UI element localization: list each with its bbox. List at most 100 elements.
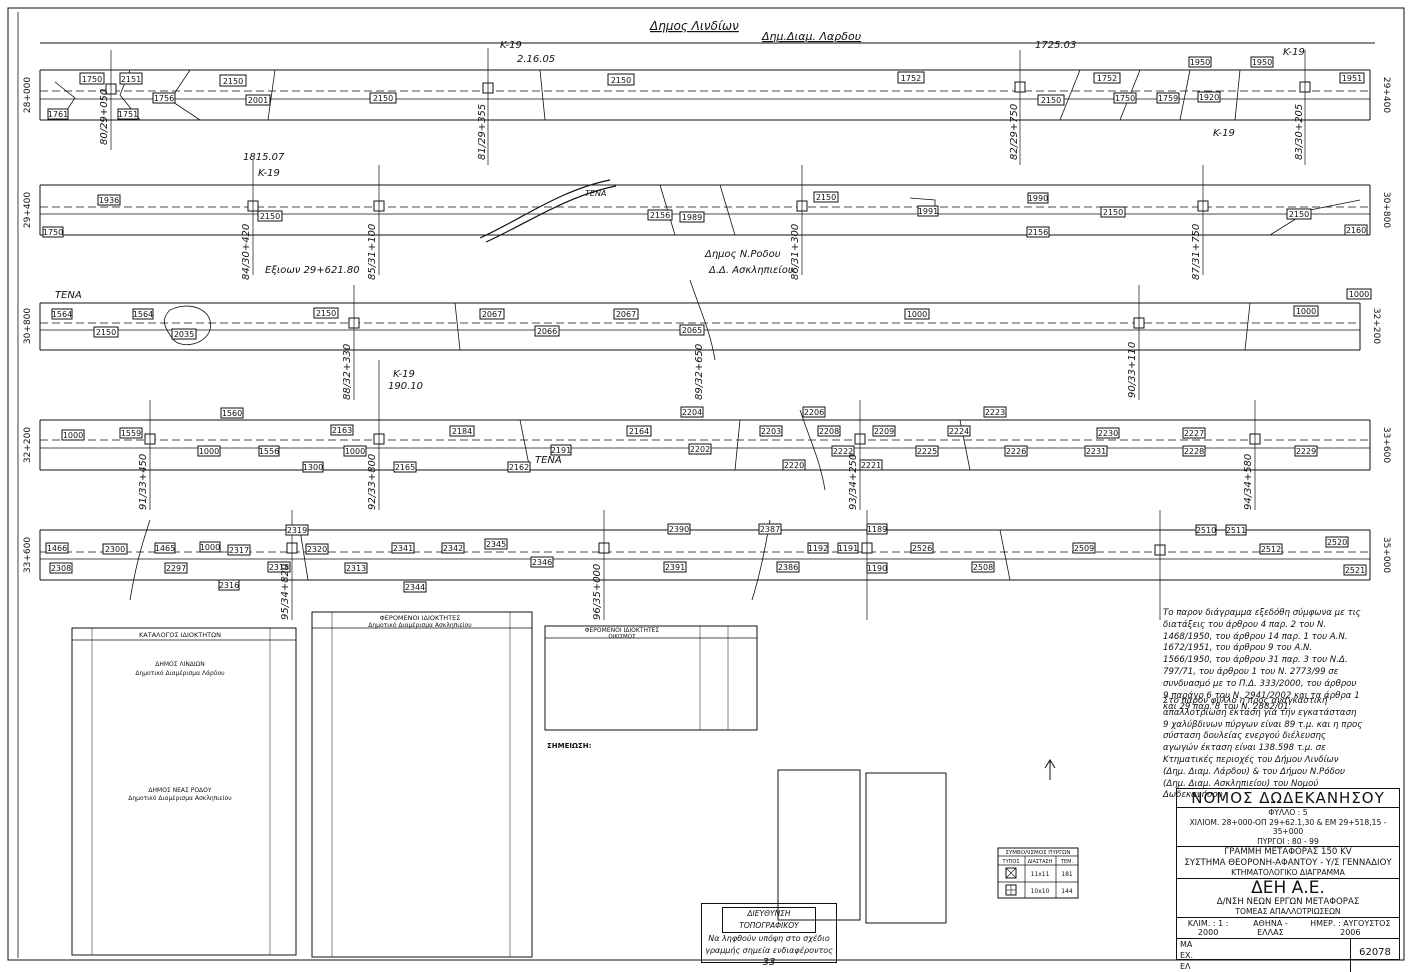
svg-text:181: 181 [1061,871,1073,878]
svg-text:2184: 2184 [452,427,472,436]
svg-text:30+800: 30+800 [23,308,33,344]
svg-text:2300: 2300 [105,545,125,554]
svg-text:K-19: K-19 [393,369,415,380]
svg-text:1564: 1564 [133,310,153,319]
svg-text:K-19: K-19 [258,168,280,179]
svg-text:1300: 1300 [303,463,323,472]
svg-text:1000: 1000 [907,310,927,319]
chainage-left-1: 28+000 [23,77,33,113]
svg-text:1465: 1465 [155,544,175,553]
strip-5: 33+600 35+000 1466 2300 2308 1465 2297 1… [23,510,1391,620]
svg-text:2387: 2387 [760,525,780,534]
svg-text:ΦΕΡΟΜΕΝΟΙ ΙΔΙΟΚΤΗΤΕΣ: ΦΕΡΟΜΕΝΟΙ ΙΔΙΟΚΤΗΤΕΣ [585,627,660,634]
signatures: ΜΑ ΕΧ. ΕΛ 62078 [1177,938,1399,972]
svg-text:2320: 2320 [307,545,327,554]
svg-text:81/29+355: 81/29+355 [477,104,488,160]
svg-text:95/34+820: 95/34+820 [280,564,291,620]
svg-text:2065: 2065 [682,326,702,335]
svg-text:1466: 1466 [47,544,67,553]
svg-text:2316: 2316 [219,581,239,590]
chainage-range: ΧΙΛΙΟΜ. 28+000-ΟΠ 29+62.1,30 & ΕΜ 29+518… [1189,817,1387,837]
svg-text:2221: 2221 [861,461,881,470]
svg-text:2164: 2164 [629,427,649,436]
scale-row: ΚΛΙΜ. : 1 : 2000 ΑΘΗΝΑ - ΕΛΛΑΣ ΗΜΕΡ. : Α… [1177,918,1399,939]
svg-text:2151: 2151 [121,75,141,84]
svg-text:84/30+420: 84/30+420 [241,224,252,280]
svg-text:144: 144 [1061,888,1073,895]
svg-text:2344: 2344 [405,583,425,592]
svg-text:1191: 1191 [838,544,858,553]
svg-text:90/33+110: 90/33+110 [1127,342,1138,398]
svg-text:Δημοτικό Διαμέρισμα Ασκληπιείο: Δημοτικό Διαμέρισμα Ασκληπιείου [128,795,232,802]
svg-text:1000: 1000 [1349,290,1369,299]
svg-text:2150: 2150 [1041,96,1061,105]
department: Δ/ΝΣΗ ΝΕΩΝ ΕΡΓΩΝ ΜΕΤΑΦΟΡΑΣ [1216,896,1360,907]
strip-4: 32+200 33+600 1000 1559 1560 1000 1556 2… [23,360,1391,510]
svg-text:1559: 1559 [121,429,141,438]
svg-text:2150: 2150 [316,309,336,318]
svg-text:2150: 2150 [260,212,280,221]
svg-text:94/34+580: 94/34+580 [1243,454,1254,510]
date: ΗΜΕΡ. : ΑΥΓΟΥΣΤΟΣ 2006 [1310,918,1391,937]
svg-text:2319: 2319 [287,526,307,535]
stamp-value: 33 [762,957,776,968]
svg-text:2222: 2222 [833,447,853,456]
svg-text:1815.07: 1815.07 [243,152,285,163]
note-block: ΣΗΜΕΙΩΣΗ: [547,742,592,750]
svg-text:83/30+205: 83/30+205 [1294,104,1305,160]
svg-text:2156: 2156 [1028,228,1048,237]
north-arrow-icon [1044,759,1056,780]
svg-text:ΤΕΝΑ: ΤΕΝΑ [55,290,82,301]
svg-text:91/33+450: 91/33+450 [138,454,149,510]
svg-text:1750: 1750 [1115,94,1135,103]
line-name: ΓΡΑΜΜΗ ΜΕΤΑΦΟΡΑΣ 150 KV [1224,847,1352,857]
svg-text:ΔΗΜΟΣ ΛΙΝΔΙΩΝ: ΔΗΜΟΣ ΛΙΝΔΙΩΝ [155,661,205,668]
svg-text:1000: 1000 [1296,307,1316,316]
svg-text:1756: 1756 [154,94,174,103]
svg-text:2224: 2224 [949,427,969,436]
sign-ma: ΜΑ [1180,939,1193,949]
svg-text:2345: 2345 [486,540,506,549]
svg-text:Δημοτικό Διαμέρισμα Ασκληπιείο: Δημοτικό Διαμέρισμα Ασκληπιείου [368,622,472,629]
svg-text:Εξιοων 29+621.80: Εξιοων 29+621.80 [265,265,360,276]
svg-text:2209: 2209 [874,427,894,436]
svg-text:2223: 2223 [985,408,1005,417]
svg-text:2297: 2297 [166,564,186,573]
svg-text:86/31+300: 86/31+300 [790,224,801,280]
svg-text:2150: 2150 [611,76,631,85]
svg-text:2225: 2225 [917,447,937,456]
svg-text:2342: 2342 [443,544,463,553]
svg-text:1189: 1189 [867,525,887,534]
svg-text:1000: 1000 [200,543,220,552]
drawing-number: 62078 [1350,938,1399,972]
svg-text:2163: 2163 [332,426,352,435]
svg-text:ΤΕΜ.: ΤΕΜ. [1060,859,1074,865]
svg-text:2390: 2390 [669,525,689,534]
svg-text:1750: 1750 [43,228,63,237]
svg-text:2526: 2526 [912,544,932,553]
svg-text:1556: 1556 [259,447,279,456]
svg-text:2150: 2150 [223,77,243,86]
svg-text:2160: 2160 [1346,226,1366,235]
svg-text:2226: 2226 [1006,447,1026,456]
svg-text:2150: 2150 [816,193,836,202]
svg-text:2156: 2156 [650,211,670,220]
svg-text:1725.03: 1725.03 [1035,40,1076,51]
svg-text:2508: 2508 [973,563,993,572]
sheet-border [7,7,1405,961]
svg-text:2313: 2313 [346,564,366,573]
svg-text:2203: 2203 [761,427,781,436]
svg-text:1560: 1560 [222,409,242,418]
svg-text:1751: 1751 [118,110,138,119]
svg-text:2.16.05: 2.16.05 [517,54,555,65]
svg-text:2162: 2162 [509,463,529,472]
owners-table-3: ΦΕΡΟΜΕΝΟΙ ΙΔΙΟΚΤΗΤΕΣ ΟΙΚΙΣΜΟΣ [544,625,758,731]
svg-text:2510: 2510 [1196,526,1216,535]
municipality-label-lindos: Δημος Λινδίων [649,19,739,33]
strip-2: 29+400 30+800 1936 1750 2150 2156 1989 2… [23,160,1391,280]
svg-text:1761: 1761 [48,110,68,119]
svg-text:ΦΕΡΟΜΕΝΟΙ ΙΔΙΟΚΤΗΤΕΣ: ΦΕΡΟΜΕΝΟΙ ΙΔΙΟΚΤΗΤΕΣ [380,614,461,622]
svg-text:2066: 2066 [537,327,557,336]
organization: ΔΕΗ Α.Ε. [1251,877,1325,898]
